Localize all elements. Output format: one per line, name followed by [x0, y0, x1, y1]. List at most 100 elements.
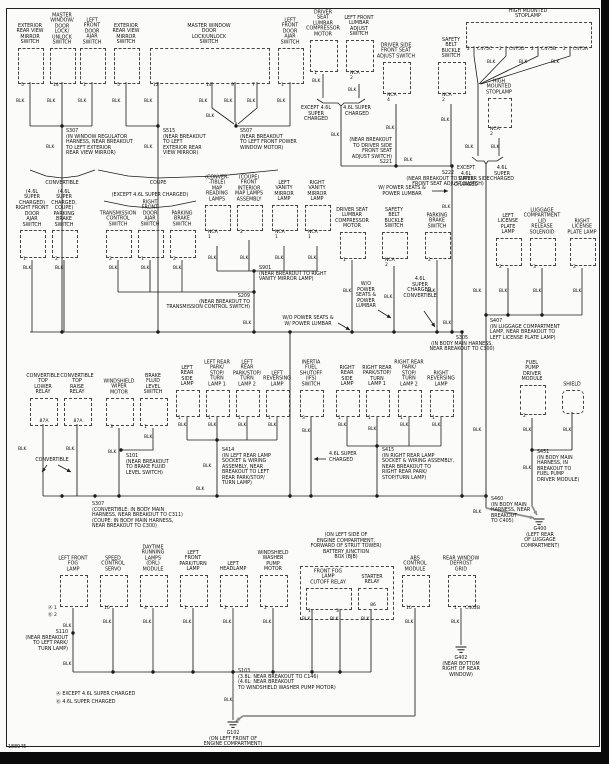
wl5: BLK: [144, 99, 153, 104]
junction-dot-4: [450, 164, 454, 168]
right-reversing-lamp-label: RIGHT REVERSING LAMP: [427, 371, 455, 388]
wl36: BLK: [275, 256, 284, 261]
wl19: BLK: [442, 205, 451, 210]
wire-26: [473, 46, 479, 85]
corner-id: 188945: [8, 745, 27, 750]
right-front-door-ajar-switch-sc-label: (4.6L SUPER CHARGED) RIGHT FRONT DOOR AJ…: [15, 189, 49, 228]
wl61: BLK: [473, 510, 482, 515]
wl41: BLK: [443, 321, 452, 326]
junction-dot-6: [252, 290, 256, 294]
right-front-door-ajar-switch-sc: [20, 230, 46, 258]
front-fog-lamp-cutoff-relay-pin-1: 3: [336, 609, 339, 614]
junction-dot-18: [540, 313, 544, 317]
safety-belt-buckle-switch-1-pin-0: NCA 2: [442, 93, 452, 104]
parking-brake-switch-sc: [52, 230, 78, 258]
front-interior-map-lamps-assembly-label: (COUPE) FRONT INTERIOR MAP LAMPS ASSEMBL…: [235, 175, 263, 203]
right-rear-side-lamp-pin-0: 1: [338, 416, 341, 421]
transmission-control-switch: [106, 230, 132, 258]
wl17: BLK: [331, 133, 340, 138]
junction-dot-39: [338, 670, 342, 674]
wl65: BLK: [103, 620, 112, 625]
windshield-wiper-motor: [106, 398, 134, 426]
wl20: BLK: [487, 60, 496, 65]
high-mounted-stoplamp: [466, 22, 592, 48]
transmission-control-switch-pin-0: 2: [109, 257, 112, 262]
right-reversing-lamp-pin-0: 1: [432, 416, 435, 421]
inertia-fuel-shutoff-switch: [300, 390, 324, 417]
note-except-46l-2: EXCEPT 4.6L SUPER CHARGED: [453, 166, 479, 188]
wl67: BLK: [183, 620, 192, 625]
junction-dot-15: [460, 330, 464, 334]
wl55: BLK: [432, 423, 441, 428]
high-mounted-stoplamp-pin-4: 2: [531, 47, 534, 52]
ground-g102-label: G102 (ON LEFT FRONT OF ENGINE COMPARTMEN…: [203, 731, 263, 748]
right-rear-park-stop-turn-lamp-1-label: RIGHT REAR PARK/STOP/ TURN LAMP 1: [362, 366, 392, 388]
splice-s110: S110 (NEAR BREAKOUT TO LEFT PARK/ TURN L…: [25, 630, 68, 652]
note-wo-power-seats-lumbar: W/O POWER SEATS & POWER LUMBAR: [355, 282, 377, 310]
fuel-pump-driver-module: [520, 385, 546, 415]
wl74: BLK: [451, 620, 460, 625]
parking-brake-switch-2-pin-0: 2: [428, 258, 431, 263]
wl23: BLK: [465, 145, 474, 150]
junction-dot-24: [117, 494, 121, 498]
speed-control-servo-pin-0: 10: [104, 606, 110, 611]
ext-rearview-mirror-switch-1-pin-0: 5: [21, 83, 24, 88]
right-front-door-ajar-switch-pin-0: 1: [141, 257, 144, 262]
splice-s103: S103 (3.8L: NEAR BREAKOUT TO C146) (4.6L…: [238, 669, 336, 691]
wl7: BLK: [224, 99, 233, 104]
front-fog-lamp-cutoff-relay-pin-0: 1: [308, 609, 311, 614]
driver-seat-lumbar-compressor-motor-1: [310, 40, 338, 72]
windshield-washer-pump-motor-pin-0: 2: [264, 606, 267, 611]
wl44: BLK: [66, 447, 75, 452]
junction-dot-29: [460, 494, 464, 498]
left-rear-park-stop-turn-lamp-2-label: LEFT REAR PARK/STOP/ TURN LAMP 2: [232, 360, 262, 388]
front-fog-lamp-cutoff-relay-label: FRONT FOG LAMP CUTOFF RELAY: [310, 569, 346, 586]
shield: [562, 390, 584, 414]
high-mounted-stoplamp-pin-0: 2: [467, 47, 470, 52]
arrowhead-101: [42, 467, 46, 472]
left-rear-park-stop-turn-lamp-1: [206, 390, 230, 417]
junction-dot-37: [271, 670, 275, 674]
windshield-washer-pump-motor: [260, 575, 288, 607]
right-rear-side-lamp: [336, 390, 360, 417]
master-window-door-lock-unlock-switch-2-label: MASTER WINDOW DOOR LOCK/UNLOCK SWITCH: [187, 24, 231, 46]
inertia-fuel-shutoff-switch-label: INERTIA FUEL SHUTOFF (IFS) SWITCH: [299, 360, 323, 388]
wl68: BLK: [223, 620, 232, 625]
left-front-fog-lamp: [60, 575, 88, 607]
note-46l-sc-convertible: 4.6L SUPER CHARGED, CONVERTIBLE: [403, 277, 437, 299]
rear-window-defrost-grid-pin-1: C402B: [465, 606, 481, 611]
wl3: BLK: [78, 99, 87, 104]
junction-dot-12: [392, 330, 396, 334]
inertia-fuel-shutoff-switch-pin-0: 3: [302, 416, 305, 421]
left-front-park-turn-lamp-label: LEFT FRONT PARK/TURN LAMP: [179, 551, 207, 573]
note-w-power-seats: W/ POWER SEATS & POWER LUMBAR: [378, 186, 426, 197]
wl32: BLK: [141, 266, 150, 271]
left-headlamp-label: LEFT HEADLAMP: [219, 562, 247, 573]
scan-edge-right: [601, 0, 609, 753]
fuel-pump-driver-module-pin-0: 2: [523, 414, 526, 419]
left-headlamp: [220, 575, 248, 607]
splice-s460: S460 (IN BODY MAIN HARNESS, NEAR BREAKOU…: [491, 497, 531, 525]
junction-dot-35: [191, 670, 195, 674]
wl9: BLK: [277, 99, 286, 104]
wl28: BLK: [573, 289, 582, 294]
note-46l-sc-2: 4.6L SUPER CHARGED: [489, 166, 515, 183]
parking-brake-switch-sc-pin-0: 2: [55, 257, 58, 262]
wl2: BLK: [47, 99, 56, 104]
junction-dot-5: [252, 269, 256, 273]
wire-81: [485, 507, 535, 519]
wl13: BLK: [312, 79, 321, 84]
left-rear-side-lamp-pin-0: 1: [178, 416, 181, 421]
wl14: BLK: [348, 88, 357, 93]
safety-belt-buckle-switch-2: [382, 232, 408, 259]
abs-control-module: [402, 575, 430, 607]
rear-window-defrost-grid-label: REAR WINDOW DEFROST GRID: [442, 556, 480, 573]
wl52: BLK: [338, 423, 347, 428]
note-wo-power-seats-w-lumbar: W/O POWER SEATS & W/ POWER LUMBAR: [282, 316, 334, 327]
high-mounted-stoplamp-pin-5: C475B: [541, 47, 557, 52]
arrowhead-103: [314, 457, 318, 461]
wl39: BLK: [384, 295, 393, 300]
note-convertible-1: CONVERTIBLE: [45, 181, 79, 186]
junction-dot-0: [60, 124, 64, 128]
footnote-b: Ⓑ 4.6L SUPER CHARGED: [56, 700, 116, 705]
